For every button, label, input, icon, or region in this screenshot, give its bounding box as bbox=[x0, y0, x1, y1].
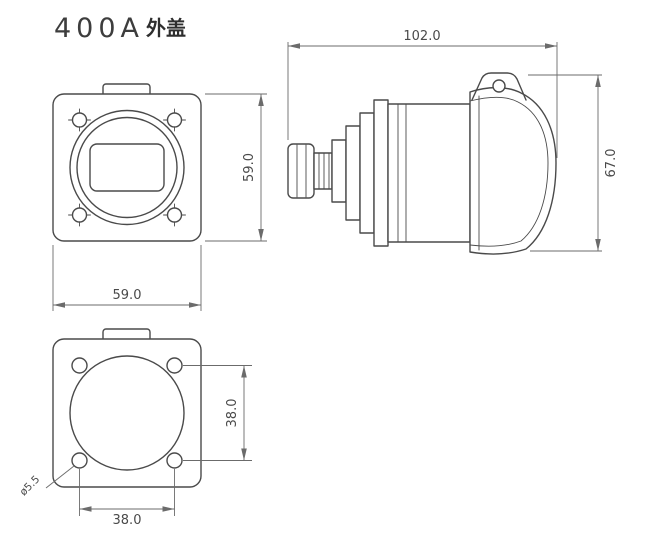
leader-line bbox=[45, 465, 75, 489]
cover-dome-inner-line bbox=[469, 96, 549, 247]
mounting-hole bbox=[71, 452, 88, 469]
front-screw-holes bbox=[68, 108, 186, 227]
screw-hole bbox=[71, 112, 88, 128]
dim-side-height: 67.0 bbox=[528, 74, 619, 252]
hole-diameter-label: ø5.5 bbox=[17, 473, 42, 498]
front-bezel-outer-circle bbox=[69, 109, 185, 226]
dim-back-pitch-h-label: 38.0 bbox=[113, 513, 142, 528]
dim-side-length-label: 102.0 bbox=[403, 29, 440, 44]
screw-hole bbox=[71, 207, 88, 223]
cable-gland-collar bbox=[331, 139, 347, 203]
dim-back-hole-pitch-vertical: 38.0 bbox=[183, 365, 252, 461]
screw-hole bbox=[166, 112, 183, 128]
body-step-large bbox=[359, 112, 375, 234]
mounting-hole bbox=[71, 357, 88, 374]
housing-body bbox=[387, 103, 471, 243]
mounting-hole bbox=[166, 357, 183, 374]
dim-back-pitch-v-label: 38.0 bbox=[225, 399, 240, 428]
back-view bbox=[52, 328, 202, 488]
dim-front-width-label: 59.0 bbox=[113, 288, 142, 303]
dim-front-width: 59.0 bbox=[52, 245, 202, 311]
mounting-hole bbox=[166, 452, 183, 469]
dim-back-hole-pitch-horizontal: 38.0 bbox=[79, 469, 175, 528]
hinge-ear bbox=[471, 72, 527, 101]
dim-front-height-label: 59.0 bbox=[242, 153, 257, 182]
hinge-hole bbox=[492, 79, 506, 93]
side-view bbox=[287, 72, 557, 255]
dim-side-height-label: 67.0 bbox=[604, 149, 619, 178]
back-center-bore bbox=[69, 355, 185, 471]
front-flange-outline bbox=[52, 93, 202, 242]
title-part: 外盖 bbox=[146, 16, 187, 40]
front-bezel-inner-circle bbox=[76, 116, 178, 219]
dim-side-length: 102.0 bbox=[287, 29, 558, 158]
dim-front-height: 59.0 bbox=[205, 93, 267, 242]
title-model: 400A bbox=[54, 13, 145, 44]
screw-hole bbox=[166, 207, 183, 223]
body-step-small bbox=[345, 125, 361, 221]
mounting-flange-edge bbox=[373, 99, 389, 247]
back-flange-outline bbox=[52, 338, 202, 488]
front-window-opening bbox=[89, 143, 165, 192]
cable-gland-cap bbox=[287, 143, 315, 199]
front-view bbox=[52, 83, 202, 242]
cover-dome bbox=[469, 86, 557, 255]
